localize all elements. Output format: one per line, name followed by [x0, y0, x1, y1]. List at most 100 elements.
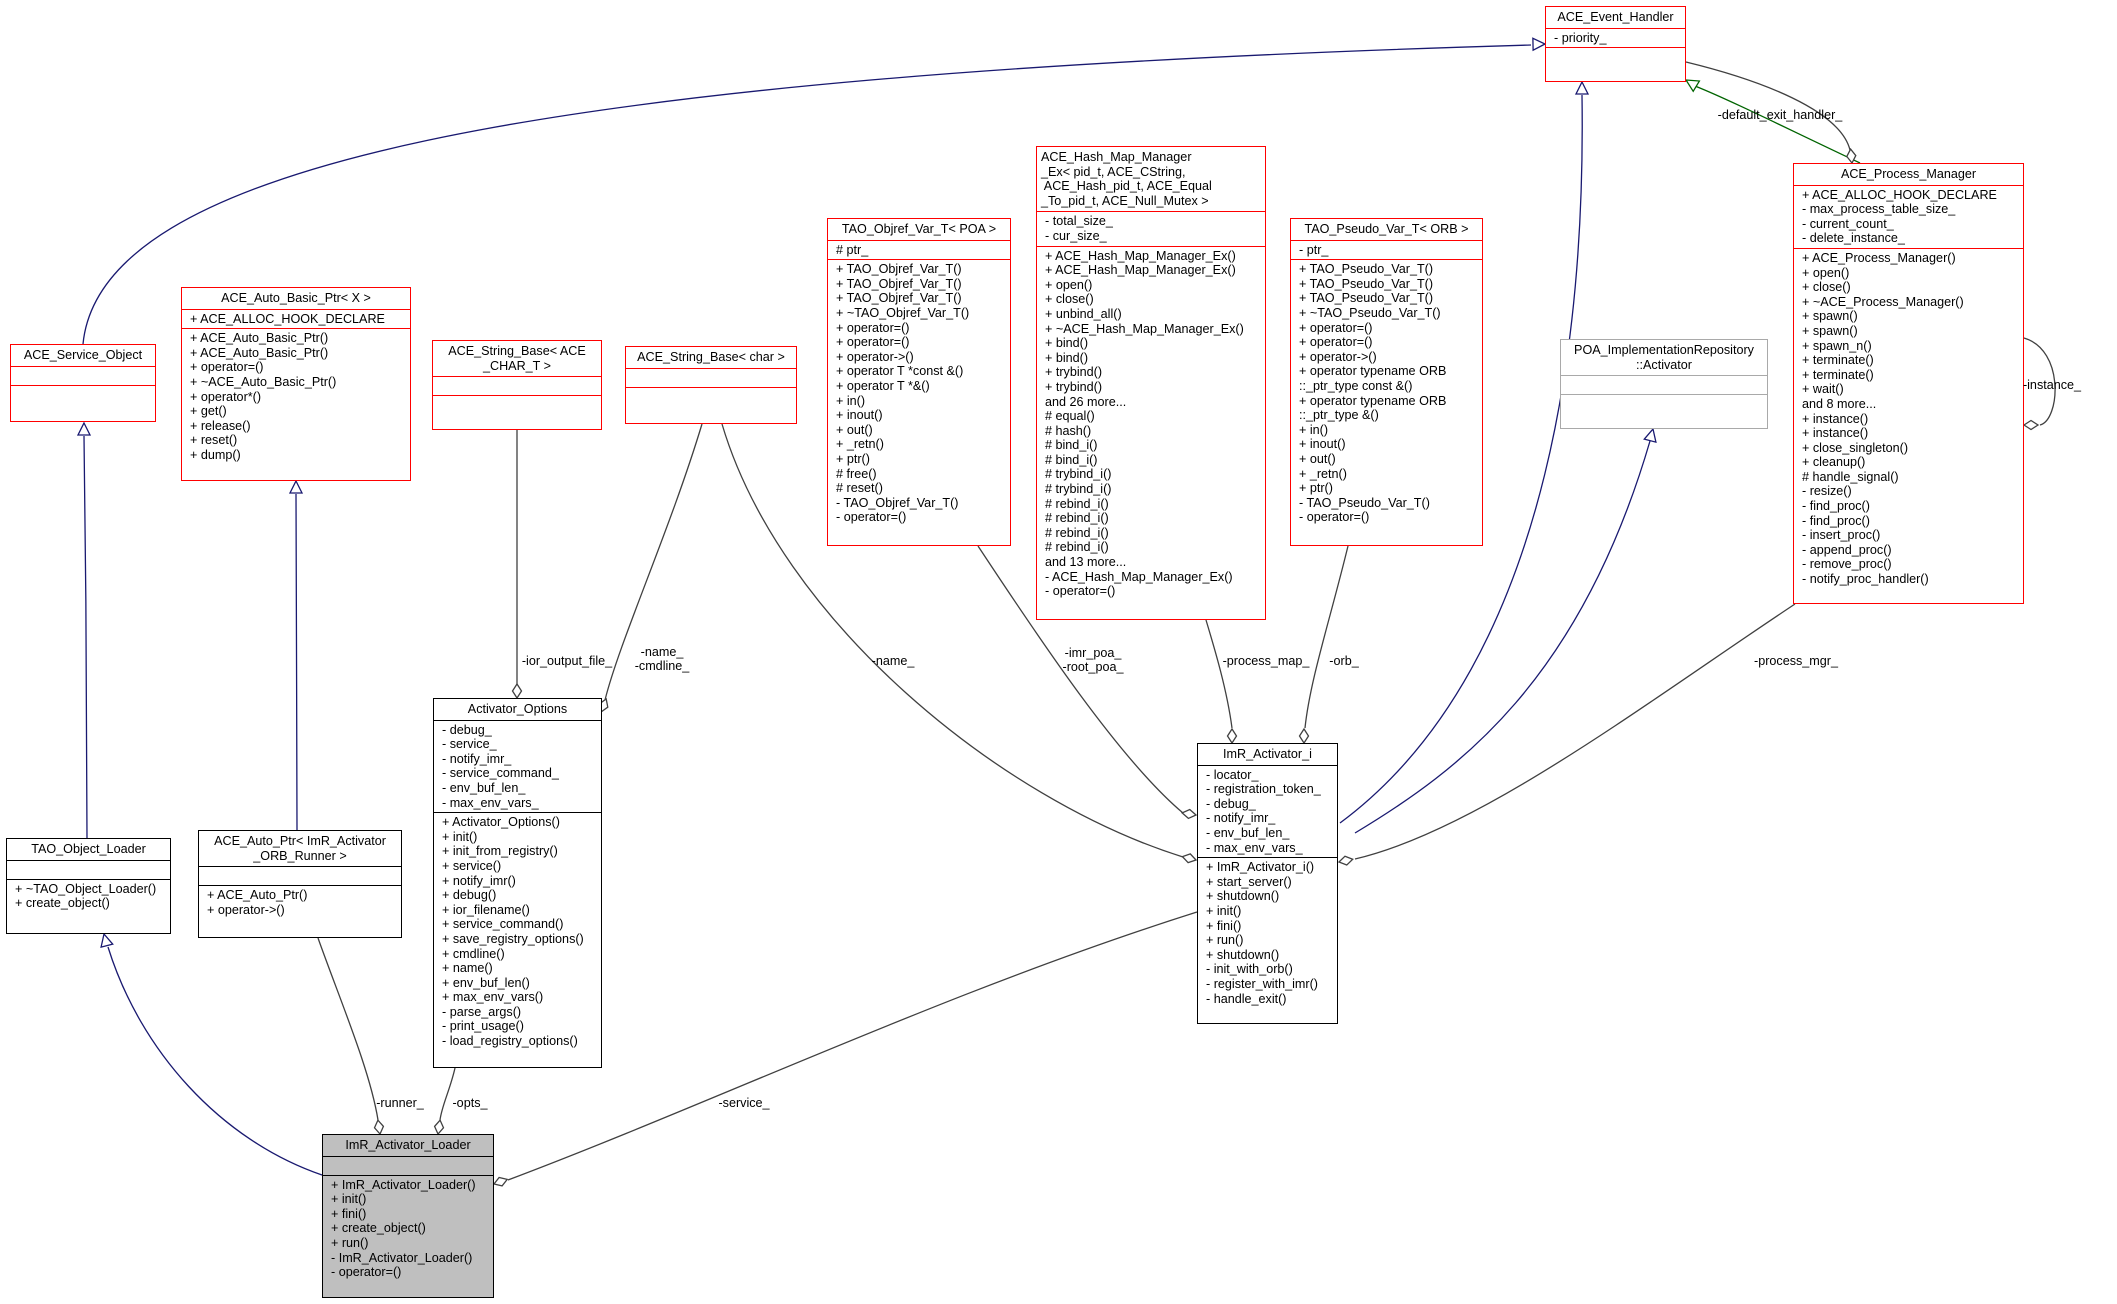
- operation: + open(): [1802, 265, 1850, 280]
- class-name: ACE_Hash_Map_Manager _Ex< pid_t, ACE_CSt…: [1041, 150, 1212, 208]
- operation: + run(): [331, 1235, 369, 1250]
- class-name: ACE_String_Base< ACE _CHAR_T >: [448, 344, 586, 373]
- class-activator-options[interactable]: Activator_Options- debug_- service_- not…: [433, 698, 602, 1068]
- operation: + TAO_Pseudo_Var_T(): [1299, 262, 1434, 277]
- class-attributes: - ptr_: [1291, 239, 1482, 260]
- class-operations: + TAO_Pseudo_Var_T() + TAO_Pseudo_Var_T()…: [1291, 259, 1482, 527]
- operation: + instance(): [1802, 426, 1869, 441]
- operation: + service_command(): [442, 917, 564, 932]
- class-poa-activator[interactable]: POA_ImplementationRepository ::Activator: [1560, 339, 1768, 429]
- class-operations: + ~TAO_Object_Loader()+ create_object(): [7, 878, 170, 913]
- operation: + start_server(): [1206, 874, 1292, 889]
- operation: - operator=(): [836, 510, 907, 525]
- attribute: - debug_: [442, 722, 492, 737]
- edge-auto-ptr-inherits-auto-basic-ptr: [295, 493, 298, 831]
- class-ace-auto-ptr-imr[interactable]: ACE_Auto_Ptr< ImR_Activator _ORB_Runner …: [198, 830, 402, 938]
- inheritance-arrowhead: [288, 479, 304, 494]
- class-ace-string-base-ace-char[interactable]: ACE_String_Base< ACE _CHAR_T >: [432, 340, 602, 430]
- class-tao-objref-var[interactable]: TAO_Objref_Var_T< POA ># ptr_+ TAO_Objre…: [827, 218, 1011, 546]
- edge-label-opts: -opts_: [452, 1096, 488, 1110]
- class-tao-pseudo-var[interactable]: TAO_Pseudo_Var_T< ORB >- ptr_+ TAO_Pseud…: [1290, 218, 1483, 546]
- class-operations: [11, 384, 155, 404]
- aggregation-diamond: [1337, 855, 1354, 866]
- edge-tao-object-loader-inherits-service-object: [83, 435, 88, 839]
- edge-label-process-map: -process_map_: [1222, 654, 1310, 668]
- operation: - register_with_imr(): [1206, 976, 1318, 991]
- class-operations: + ImR_Activator_Loader()+ init()+ fini()…: [323, 1174, 493, 1282]
- operation: + operator->(): [1299, 349, 1377, 364]
- operation: - operator=(): [1299, 510, 1370, 525]
- class-ace-string-base-char[interactable]: ACE_String_Base< char >: [625, 346, 797, 424]
- operation: # rebind_i(): [1045, 525, 1109, 540]
- operation: - operator=(): [1045, 584, 1116, 599]
- edge-orb: [1304, 545, 1349, 729]
- operation: + shutdown(): [1206, 889, 1280, 904]
- operation: + debug(): [442, 888, 497, 903]
- operation: + ior_filename(): [442, 902, 530, 917]
- class-operations: [1546, 47, 1685, 66]
- operation: # bind_i(): [1045, 452, 1098, 467]
- class-attributes: [323, 1155, 493, 1175]
- operation: and 26 more...: [1045, 394, 1127, 409]
- edge-label-process-mgr: -process_mgr_: [1754, 654, 1838, 668]
- operation: # handle_signal(): [1802, 469, 1899, 484]
- edge-activator-i-inherits-poa-activator: [1354, 440, 1651, 834]
- aggregation-diamond: [2022, 419, 2040, 431]
- operation: + ImR_Activator_Loader(): [331, 1177, 476, 1192]
- attribute: - max_env_vars_: [1206, 840, 1303, 855]
- operation: - notify_proc_handler(): [1802, 572, 1929, 587]
- operation: + release(): [190, 418, 251, 433]
- class-operations: + ACE_Auto_Basic_Ptr()+ ACE_Auto_Basic_P…: [182, 328, 410, 464]
- aggregation-diamond: [1180, 808, 1198, 820]
- operation: + ~ACE_Process_Manager(): [1802, 294, 1964, 309]
- operation: + max_env_vars(): [442, 990, 544, 1005]
- aggregation-diamond: [433, 1118, 445, 1136]
- operation: + terminate(): [1802, 367, 1874, 382]
- operation: + _retn(): [836, 437, 884, 452]
- operation: + shutdown(): [1206, 947, 1280, 962]
- attribute: - total_size_: [1045, 214, 1113, 229]
- operation: + ptr(): [836, 451, 870, 466]
- operation: + ~ACE_Hash_Map_Manager_Ex(): [1045, 321, 1244, 336]
- operation: - print_usage(): [442, 1019, 524, 1034]
- operation: - init_with_orb(): [1206, 962, 1293, 977]
- class-operations: [626, 386, 796, 406]
- class-tao-object-loader[interactable]: TAO_Object_Loader+ ~TAO_Object_Loader()+…: [6, 838, 171, 934]
- aggregation-diamond: [1181, 853, 1198, 864]
- operation: + operator*(): [190, 389, 262, 404]
- operation: # rebind_i(): [1045, 540, 1109, 555]
- operation: + name(): [442, 961, 493, 976]
- edge-label-name-to-activator: -name_: [871, 654, 915, 668]
- class-ace-process-manager[interactable]: ACE_Process_Manager+ ACE_ALLOC_HOOK_DECL…: [1793, 163, 2024, 604]
- operation: - TAO_Pseudo_Var_T(): [1299, 495, 1430, 510]
- operation: + init(): [331, 1192, 367, 1207]
- operation: + env_buf_len(): [442, 975, 530, 990]
- edge-service-object-inherits-event-handler: [82, 44, 1532, 345]
- operation: - find_proc(): [1802, 513, 1870, 528]
- operation: + Activator_Options(): [442, 815, 560, 830]
- attribute: - debug_: [1206, 796, 1256, 811]
- operation: + operator=(): [836, 335, 910, 350]
- operation: + ACE_Auto_Basic_Ptr(): [190, 331, 329, 346]
- class-ace-hash-map-manager[interactable]: ACE_Hash_Map_Manager _Ex< pid_t, ACE_CSt…: [1036, 146, 1266, 620]
- class-imr-activator-loader[interactable]: ImR_Activator_Loader+ ImR_Activator_Load…: [322, 1134, 494, 1298]
- operation: + ACE_Hash_Map_Manager_Ex(): [1045, 248, 1236, 263]
- class-ace-service-object[interactable]: ACE_Service_Object: [10, 344, 156, 422]
- operation: + TAO_Pseudo_Var_T(): [1299, 291, 1434, 306]
- class-name: ACE_Service_Object: [23, 348, 143, 362]
- class-imr-activator-i[interactable]: ImR_Activator_i- locator_- registration_…: [1197, 743, 1338, 1024]
- edge-imr-poa: [977, 545, 1184, 814]
- edge-instance-self: [2023, 337, 2056, 426]
- edge-default-exit-handler: [1685, 61, 1851, 151]
- operation: + out(): [836, 422, 873, 437]
- operation: + close(): [1045, 292, 1094, 307]
- operation: and 13 more...: [1045, 555, 1127, 570]
- class-ace-auto-basic-ptr[interactable]: ACE_Auto_Basic_Ptr< X >+ ACE_ALLOC_HOOK_…: [181, 287, 411, 481]
- class-ace-event-handler[interactable]: ACE_Event_Handler- priority_: [1545, 6, 1686, 82]
- operation: and 8 more...: [1802, 396, 1877, 411]
- aggregation-diamond: [373, 1118, 385, 1136]
- operation: + init(): [1206, 903, 1242, 918]
- class-operations: + ACE_Auto_Ptr()+ operator->(): [199, 885, 401, 919]
